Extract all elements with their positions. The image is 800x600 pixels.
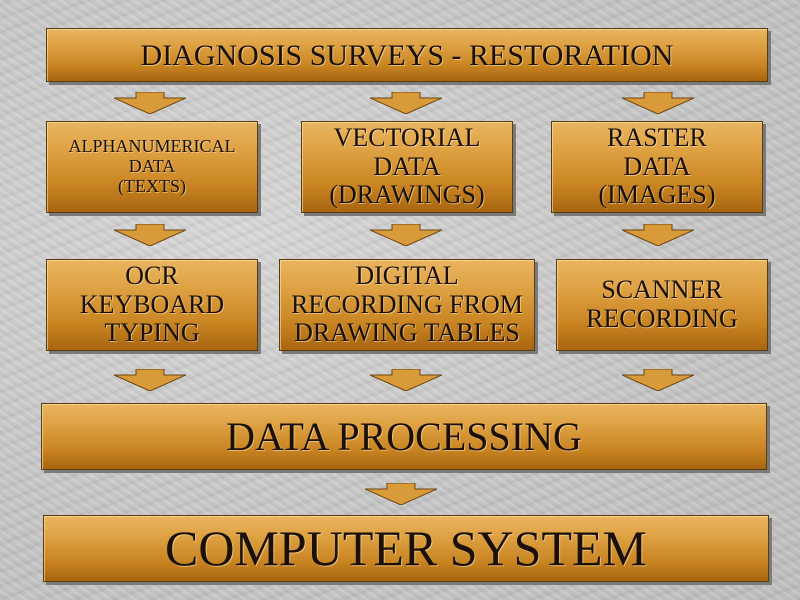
arrow-down-icon: [365, 483, 437, 505]
arrow-down-icon: [370, 369, 442, 391]
data-type-box-raster: RASTER DATA (IMAGES): [551, 121, 763, 213]
arrow-down-icon: [622, 92, 694, 114]
computer-system-label: COMPUTER SYSTEM: [164, 520, 648, 576]
title-box: DIAGNOSIS SURVEYS - RESTORATION: [46, 28, 768, 82]
arrow-down-icon: [622, 369, 694, 391]
input-method-box-ocr: OCR KEYBOARD TYPING: [46, 259, 258, 351]
title-text: DIAGNOSIS SURVEYS - RESTORATION: [140, 38, 674, 72]
data-type-label: VECTORIAL DATA (DRAWINGS): [329, 123, 485, 210]
arrow-down-icon: [114, 224, 186, 246]
data-type-box-alphanumerical: ALPHANUMERICAL DATA (TEXTS): [46, 121, 258, 213]
input-method-box-scanner: SCANNER RECORDING: [556, 259, 768, 351]
arrow-down-icon: [114, 92, 186, 114]
data-processing-label: DATA PROCESSING: [226, 413, 582, 459]
computer-system-box: COMPUTER SYSTEM: [43, 515, 769, 582]
data-type-label: RASTER DATA (IMAGES): [598, 123, 716, 210]
input-method-label: DIGITAL RECORDING FROM DRAWING TABLES: [291, 261, 523, 348]
data-type-label: ALPHANUMERICAL DATA (TEXTS): [68, 136, 236, 196]
arrow-down-icon: [370, 92, 442, 114]
arrow-down-icon: [622, 224, 694, 246]
data-type-box-vectorial: VECTORIAL DATA (DRAWINGS): [301, 121, 513, 213]
input-method-box-digital: DIGITAL RECORDING FROM DRAWING TABLES: [279, 259, 535, 351]
input-method-label: SCANNER RECORDING: [586, 275, 738, 333]
input-method-label: OCR KEYBOARD TYPING: [79, 261, 225, 348]
data-processing-box: DATA PROCESSING: [41, 403, 767, 470]
arrow-down-icon: [114, 369, 186, 391]
arrow-down-icon: [370, 224, 442, 246]
